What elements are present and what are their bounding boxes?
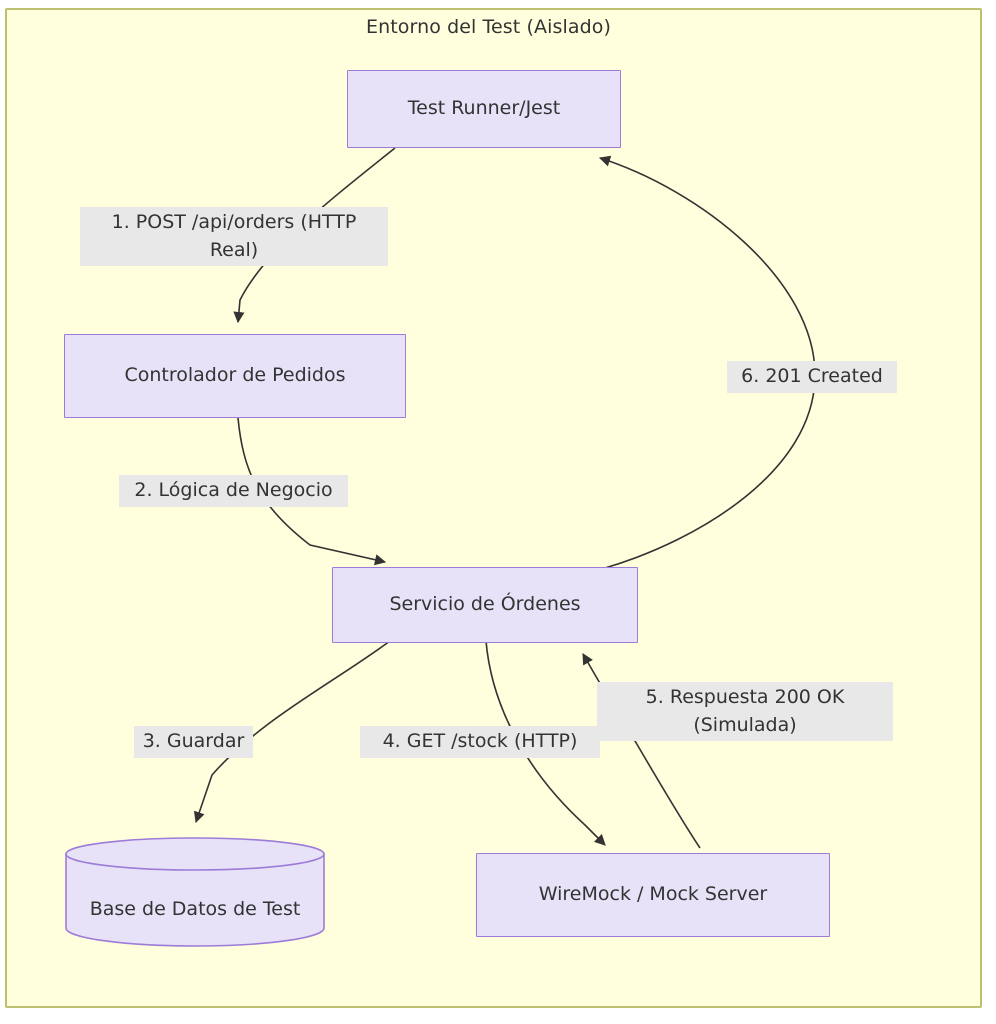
node-test-runner-label: Test Runner/Jest [407,97,561,120]
edge-label-3: 3. Guardar [134,726,253,758]
node-servicio-de-ordenes-label: Servicio de Órdenes [389,593,581,616]
node-base-de-datos-de-test[interactable]: Base de Datos de Test [64,836,326,947]
node-controlador-de-pedidos-label: Controlador de Pedidos [124,364,346,387]
edge-label-2: 2. Lógica de Negocio [119,475,348,507]
edge-label-5: 5. Respuesta 200 OK (Simulada) [597,682,893,742]
edge-label-6: 6. 201 Created [727,361,897,393]
node-wiremock-mock-server-label: WireMock / Mock Server [538,883,768,906]
node-test-runner[interactable]: Test Runner/Jest [347,70,621,148]
node-wiremock-mock-server[interactable]: WireMock / Mock Server [476,853,830,937]
node-servicio-de-ordenes[interactable]: Servicio de Órdenes [332,567,638,643]
edge-label-4: 4. GET /stock (HTTP) [360,726,600,758]
node-base-de-datos-de-test-label: Base de Datos de Test [89,898,301,920]
edge-label-1: 1. POST /api/orders (HTTP Real) [80,207,388,267]
node-controlador-de-pedidos[interactable]: Controlador de Pedidos [64,334,406,418]
cylinder-shape [65,837,325,947]
edge-3-path [193,640,391,824]
subgraph-title: Entorno del Test (Aislado) [365,16,612,38]
